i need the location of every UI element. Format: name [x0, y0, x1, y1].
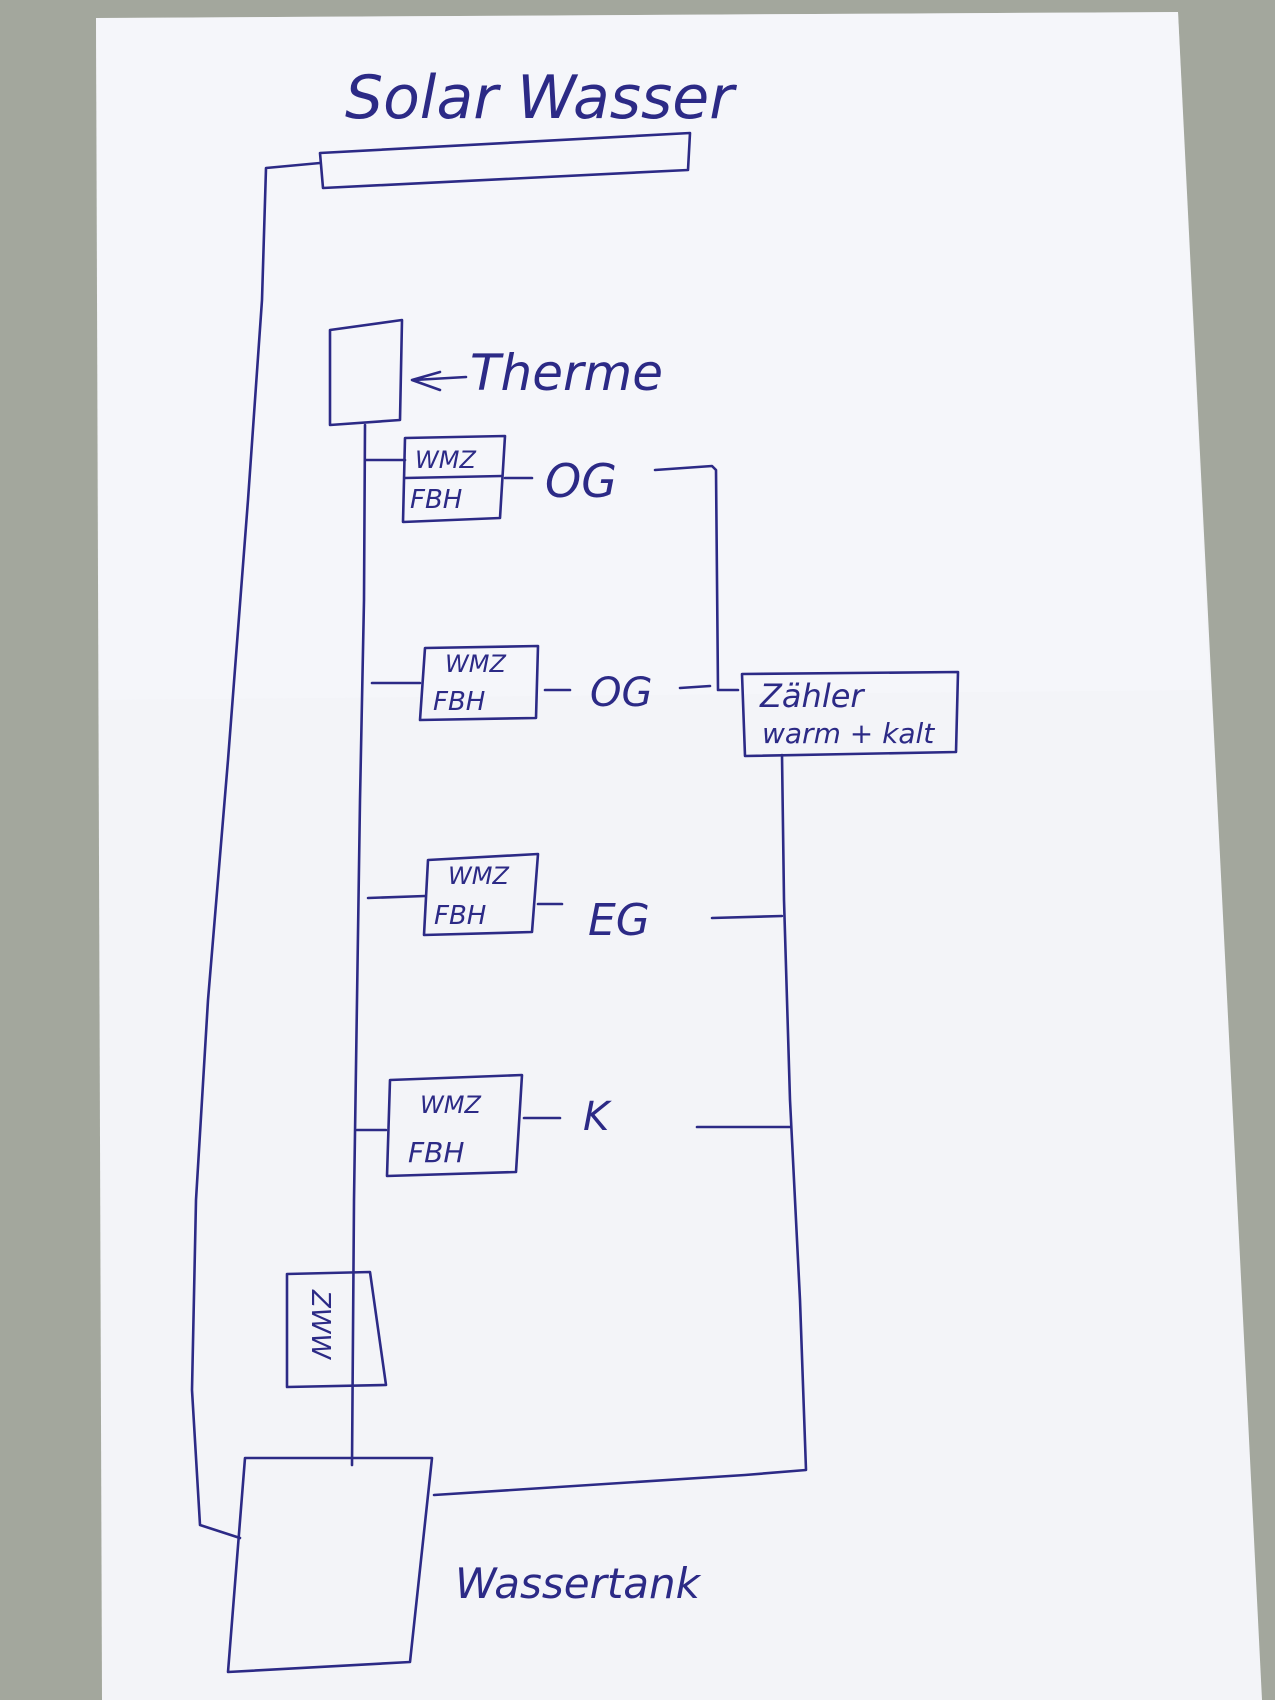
- solar-pipe-left: [190, 161, 322, 1540]
- floor-name-4: K: [583, 1094, 612, 1140]
- zww-label: ZWW: [305, 1289, 335, 1361]
- therme-arrow: [410, 370, 468, 392]
- wmz-label-1: WMZ: [415, 446, 476, 474]
- wmz-label-2: WMZ: [445, 650, 506, 678]
- wmz-fbh-box-2: [418, 644, 540, 722]
- meter-box: [740, 670, 960, 758]
- water-tank: [226, 1456, 434, 1674]
- wmz-label-4: WMZ: [420, 1091, 481, 1119]
- wmz-fbh-box-3: [422, 852, 540, 937]
- central-supply-line: [350, 423, 367, 1467]
- zww-box: [285, 1270, 388, 1389]
- floor-1-to-meter-line: [653, 464, 740, 692]
- meter-label-line1: Zähler: [759, 677, 865, 715]
- wmz-label-3: WMZ: [448, 862, 509, 890]
- floor-name-3: EG: [588, 895, 650, 946]
- tank-label: Wassertank: [455, 1559, 702, 1608]
- wmz-fbh-box-1: [401, 434, 507, 524]
- solar-panel: [318, 131, 692, 190]
- therme-label: Therme: [470, 344, 663, 402]
- floor-name-1: OG: [545, 454, 617, 508]
- wmz-fbh-box-4: [385, 1073, 524, 1178]
- therme-box: [328, 318, 404, 427]
- meter-return-line: [432, 753, 808, 1497]
- fbh-label-4: FBH: [408, 1136, 464, 1169]
- floor-name-2: OG: [590, 670, 652, 716]
- meter-label-line2: warm + kalt: [762, 717, 935, 750]
- fbh-label-2: FBH: [433, 687, 485, 717]
- fbh-label-3: FBH: [434, 901, 486, 931]
- fbh-label-1: FBH: [410, 485, 462, 515]
- title-text: Solar Wasser: [345, 63, 737, 133]
